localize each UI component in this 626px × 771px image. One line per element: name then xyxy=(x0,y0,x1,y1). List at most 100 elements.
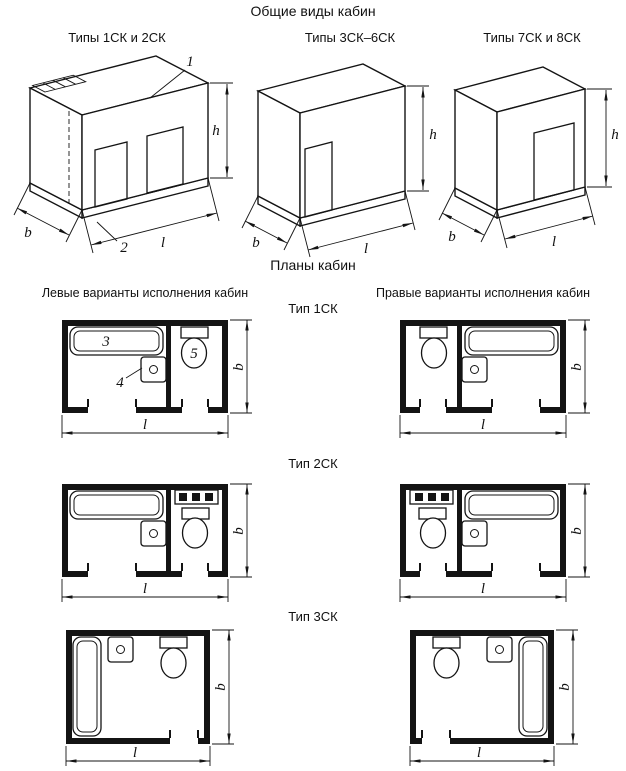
door-jamb xyxy=(539,399,541,407)
wall-segment xyxy=(400,320,406,413)
dim-h-label: h xyxy=(611,127,619,143)
extension-line xyxy=(81,209,94,254)
dimension-b: b xyxy=(568,483,590,578)
wall-segment xyxy=(66,630,210,636)
general-views-section: Общие виды кабин Типы 1СК и 2СК xyxy=(13,3,619,258)
door-jamb xyxy=(419,399,421,407)
dim-l-label: l xyxy=(552,234,556,250)
wall-segment xyxy=(222,484,228,577)
door-opening-1 xyxy=(94,141,128,208)
side-face xyxy=(257,89,301,220)
wall-segment xyxy=(208,571,228,577)
door-opening xyxy=(304,141,333,218)
plan-type-1-label: Тип 1СК xyxy=(288,301,338,316)
roof-vent-grille xyxy=(31,74,87,93)
door-jamb xyxy=(445,563,447,571)
toilet-tank xyxy=(432,636,461,649)
washbasin-drain xyxy=(149,365,158,374)
dim-h-label: h xyxy=(429,127,437,143)
iso-view-types-7-8: Типы 7СК и 8СК b l xyxy=(438,30,619,250)
toilet-tank xyxy=(418,507,447,520)
dim-b-label: b xyxy=(448,229,456,245)
bathtub xyxy=(464,326,559,356)
dim-l-label: l xyxy=(481,417,485,433)
dimension-line xyxy=(244,220,288,244)
wall-segment xyxy=(410,738,422,744)
vent-cell xyxy=(415,493,423,501)
dimension-l: l xyxy=(496,186,596,250)
callout-2: 2 xyxy=(96,221,128,256)
vent-cell xyxy=(192,493,200,501)
plan-1sk-right: l b xyxy=(399,319,590,438)
door-jamb xyxy=(181,399,183,407)
door-jamb xyxy=(207,563,209,571)
iso-caption-1: Типы 1СК и 2СК xyxy=(68,30,166,45)
wall-segment xyxy=(560,320,566,413)
wall-segment xyxy=(560,484,566,577)
toilet-tank xyxy=(419,326,448,339)
dimension-line xyxy=(441,212,485,236)
wall-segment xyxy=(136,571,182,577)
extension-line xyxy=(438,187,456,221)
bathtub-inner xyxy=(468,330,555,352)
callout-2-label: 2 xyxy=(120,240,128,256)
extension-line xyxy=(207,177,220,222)
wall-segment xyxy=(204,630,210,744)
dim-b-label: b xyxy=(569,363,585,371)
extension-line xyxy=(13,182,31,216)
door-jamb xyxy=(539,563,541,571)
toilet-bowl xyxy=(419,517,447,549)
wall-segment xyxy=(410,630,416,744)
bathtub-inner xyxy=(73,330,160,352)
iso-view-types-3-6: Типы 3СК–6СК b l xyxy=(241,30,437,258)
wall-segment xyxy=(540,571,566,577)
grille-slats xyxy=(42,77,76,90)
cabin-box xyxy=(256,63,407,220)
door-jamb xyxy=(87,399,89,407)
dim-l-label: l xyxy=(133,745,137,761)
dimension-l: l xyxy=(81,177,220,254)
bathtub xyxy=(72,636,102,737)
wall-segment xyxy=(410,630,554,636)
wall-segment xyxy=(400,407,420,413)
section-title-plans: Планы кабин xyxy=(270,257,356,273)
side-face xyxy=(454,88,498,212)
wall-segment xyxy=(62,407,88,413)
door-openings xyxy=(94,126,184,208)
dim-b-label: b xyxy=(557,683,573,691)
dimension-h: h xyxy=(587,88,619,188)
dim-l-label: l xyxy=(143,417,147,433)
dimension-b: b xyxy=(556,629,578,745)
extension-line xyxy=(65,209,83,243)
washbasin-drain xyxy=(116,645,125,654)
toilet-bowl xyxy=(181,517,209,549)
door-jamb xyxy=(449,730,451,738)
dimension-l: l xyxy=(399,579,567,602)
plan-type-2-label: Тип 2СК xyxy=(288,456,338,471)
door-opening-2 xyxy=(146,126,184,194)
vent-block xyxy=(409,489,454,505)
wall-segment xyxy=(198,738,210,744)
extension-line xyxy=(496,209,508,249)
dim-h-label: h xyxy=(212,123,220,139)
wall-segment xyxy=(400,320,566,326)
dimension-line xyxy=(16,207,70,236)
washbasin xyxy=(461,520,488,547)
wall-segment xyxy=(66,738,170,744)
wall-segment xyxy=(548,630,554,744)
walls xyxy=(410,630,554,744)
walls xyxy=(400,484,566,577)
washbasin-drain xyxy=(149,529,158,538)
door-jamb xyxy=(169,730,171,738)
dimension-h: h xyxy=(210,82,233,179)
extension-line xyxy=(480,209,498,243)
extension-line xyxy=(404,190,416,231)
wall-segment xyxy=(222,320,228,413)
walls xyxy=(66,630,210,744)
dim-b-label: b xyxy=(231,527,247,535)
partition-wall xyxy=(457,490,462,571)
wall-segment xyxy=(208,407,228,413)
callout-3-label: 3 xyxy=(101,334,110,350)
dim-b-label: b xyxy=(252,235,260,251)
dim-b-label: b xyxy=(24,225,32,241)
